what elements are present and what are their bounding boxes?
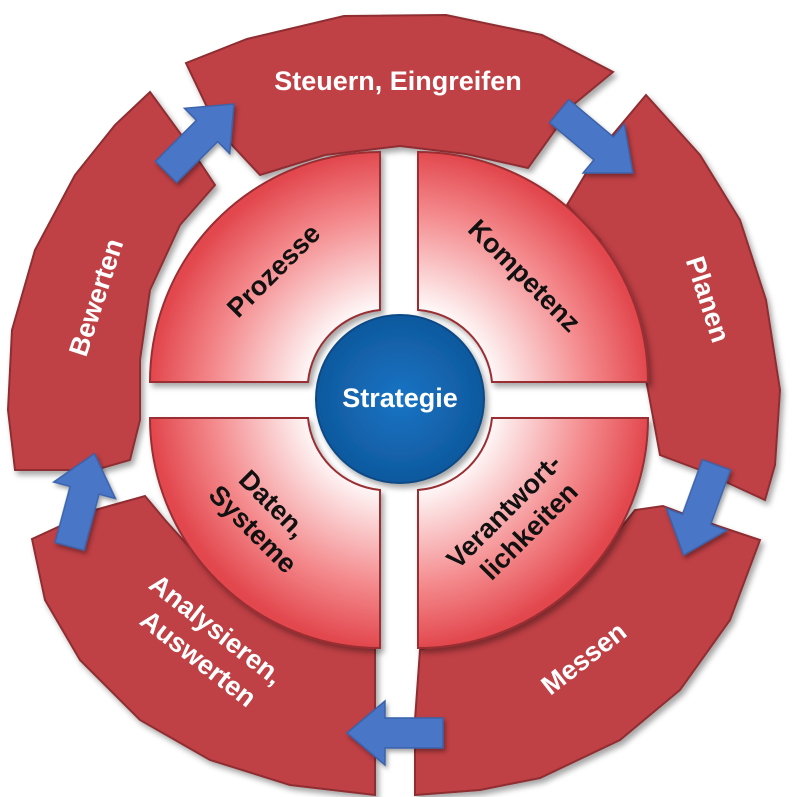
- arrow-icon: [51, 452, 117, 552]
- inner-quadrants: [148, 150, 650, 650]
- arrow-icon: [154, 103, 235, 184]
- outer-ring: [6, 13, 782, 797]
- cycle-arrows: [51, 98, 732, 767]
- quadrant-verantwortlichkeiten: [417, 417, 650, 650]
- label-steuern: Steuern, Eingreifen: [274, 66, 522, 96]
- quadrant-kompetenz: [417, 150, 650, 383]
- arrow-icon: [345, 699, 444, 767]
- center-circle: [315, 314, 485, 484]
- label-strategie: Strategie: [342, 383, 458, 413]
- quadrant-prozesse: [148, 150, 381, 383]
- quadrant-daten-systeme: [148, 417, 381, 650]
- arrow-icon: [548, 98, 634, 174]
- segment-steuern: [184, 13, 615, 177]
- arrow-icon: [665, 458, 732, 557]
